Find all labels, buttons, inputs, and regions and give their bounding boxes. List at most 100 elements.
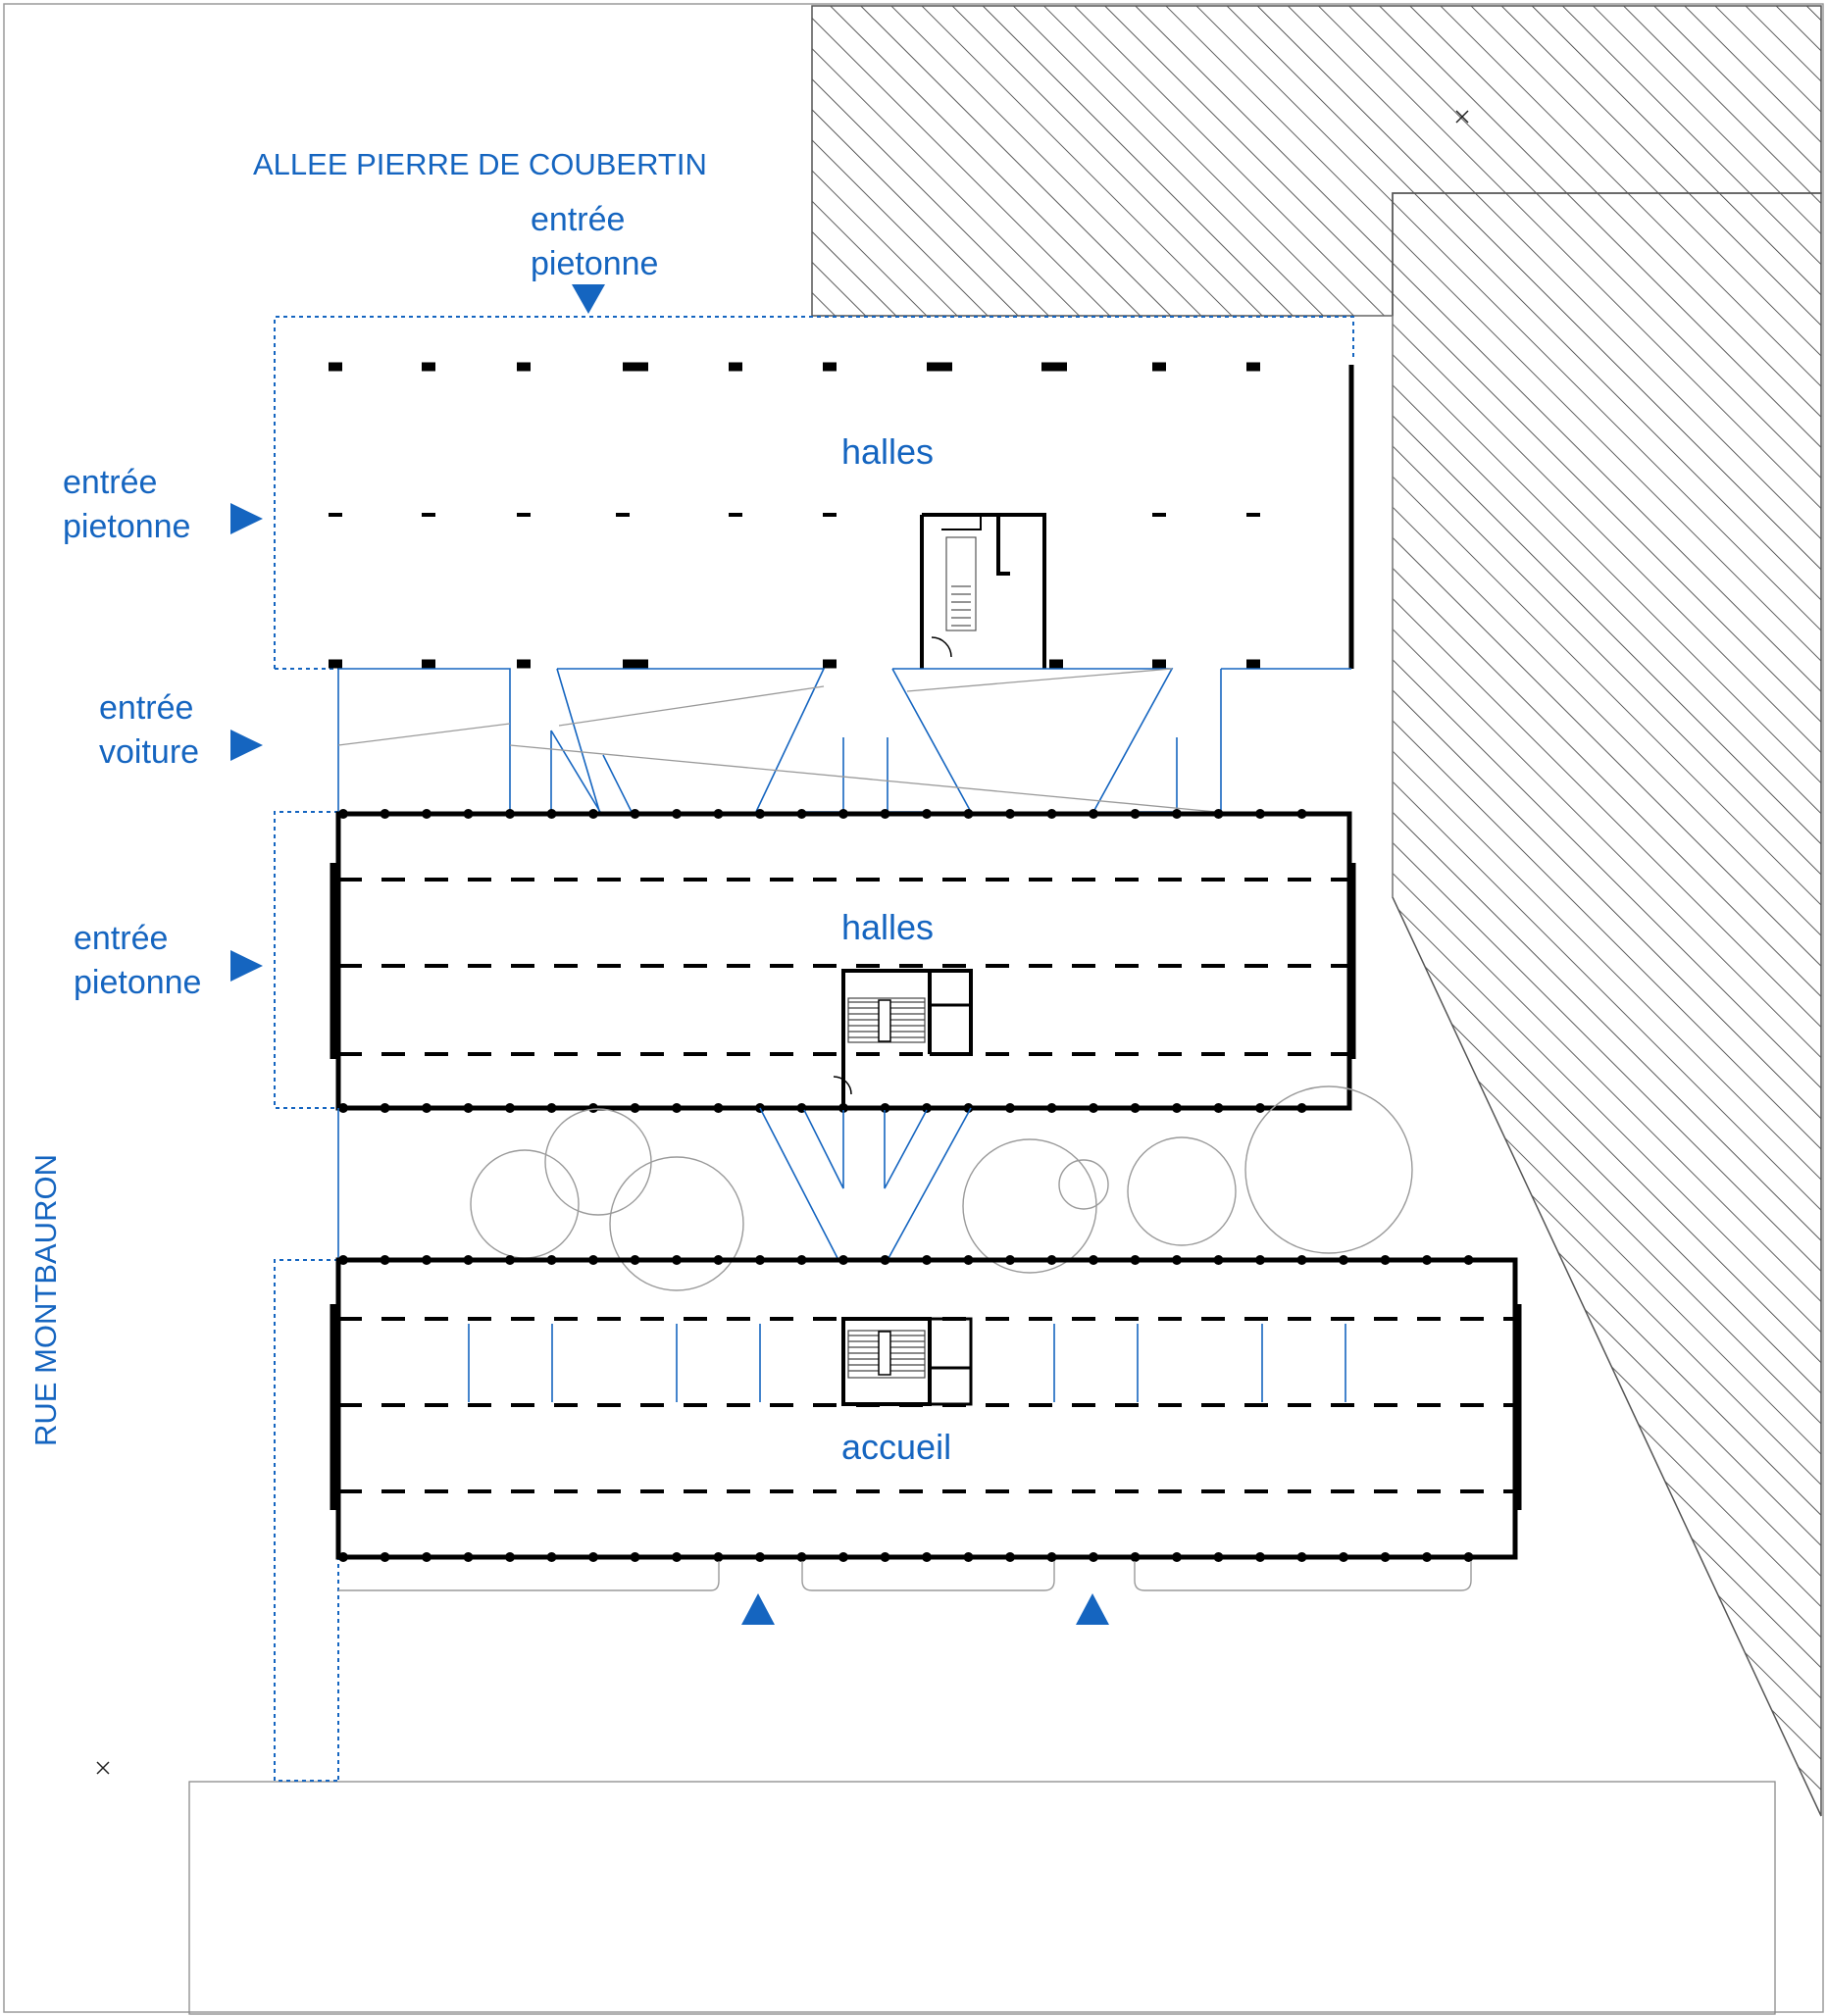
column-dot — [672, 809, 682, 819]
column-dot — [1089, 1552, 1098, 1562]
pier — [517, 659, 531, 669]
pier — [329, 659, 342, 669]
column-dot — [796, 809, 807, 819]
column-dot — [1172, 1103, 1182, 1113]
pier — [823, 513, 837, 517]
pier — [1246, 659, 1260, 669]
column-dot — [463, 1255, 474, 1265]
pier — [1152, 513, 1166, 517]
entrance-arrows — [230, 284, 1109, 1625]
column-dot — [1005, 1103, 1015, 1113]
column-dot — [546, 1255, 557, 1265]
column-dot — [1339, 1552, 1348, 1562]
top-hall-structure — [329, 362, 1354, 669]
column-dot — [1213, 1552, 1224, 1562]
column-dot — [963, 1255, 974, 1265]
column-dot — [1255, 1103, 1265, 1113]
column-dot — [1463, 1552, 1474, 1562]
pier — [1152, 362, 1166, 372]
column-dot — [922, 1255, 932, 1265]
column-dot — [963, 809, 974, 819]
column-dot — [963, 1103, 974, 1113]
column-dot — [1005, 1552, 1015, 1562]
column-dot — [1005, 809, 1015, 819]
column-dot — [796, 1552, 807, 1562]
pier — [616, 513, 630, 517]
column-dot — [880, 1552, 890, 1562]
pier — [939, 362, 952, 372]
column-dot — [1255, 1255, 1265, 1265]
column-dot — [1339, 1255, 1348, 1265]
pier — [422, 659, 435, 669]
column-dot — [588, 809, 598, 819]
street-label-west: RUE MONTBAURON — [28, 1154, 63, 1446]
column-dot — [1296, 809, 1307, 819]
pier — [634, 362, 648, 372]
column-dot — [963, 1552, 974, 1562]
pier — [1041, 362, 1055, 372]
junction-ramp-lines — [337, 668, 1217, 813]
pier — [927, 362, 940, 372]
plan-frame — [3, 3, 1824, 2013]
column-dot — [713, 1552, 724, 1562]
column-dot — [505, 1255, 515, 1265]
column-dot — [838, 1552, 848, 1562]
column-dot — [1380, 1552, 1391, 1562]
room-label-bottom-hall: accueil — [841, 1427, 951, 1467]
pier — [329, 513, 342, 517]
column-dot — [713, 809, 724, 819]
column-dot — [922, 809, 932, 819]
column-dot — [1172, 1552, 1182, 1562]
site-outlines — [188, 316, 1776, 2015]
column-dot — [1255, 1552, 1265, 1562]
column-dot — [338, 809, 348, 819]
column-dot — [922, 1552, 932, 1562]
column-dot — [1046, 1552, 1057, 1562]
column-dot — [505, 1552, 515, 1562]
column-dot — [755, 1255, 765, 1265]
bottom-hall-structure — [330, 1255, 1522, 1591]
column-dot — [1380, 1255, 1391, 1265]
column-dot — [546, 809, 557, 819]
arrow-up-icon — [741, 1593, 775, 1625]
pier — [623, 659, 636, 669]
pier — [1246, 513, 1260, 517]
column-dot — [422, 809, 431, 819]
column-dot — [1046, 1255, 1057, 1265]
column-dot — [588, 1255, 598, 1265]
column-dot — [672, 1255, 682, 1265]
pier — [1049, 659, 1063, 669]
north-marker-icon — [96, 110, 1469, 1775]
arrow-right-icon — [230, 950, 263, 982]
pier — [422, 362, 435, 372]
middle-hall-structure — [330, 809, 1356, 1113]
entrance-west2-line1: entrée — [74, 920, 168, 957]
column-dot — [380, 809, 390, 819]
pier — [823, 362, 837, 372]
column-dot — [463, 809, 474, 819]
column-dot — [1296, 1255, 1307, 1265]
entrance-car-line2: voiture — [99, 733, 199, 771]
column-dot — [1046, 1103, 1057, 1113]
column-dot — [922, 1103, 932, 1113]
pier — [517, 362, 531, 372]
room-label-middle-hall: halles — [841, 907, 934, 947]
pier — [517, 513, 531, 517]
pier — [729, 513, 742, 517]
courtyard-trees — [470, 1085, 1413, 1291]
column-dot — [713, 1255, 724, 1265]
column-dot — [1213, 1255, 1224, 1265]
pier — [1152, 659, 1166, 669]
column-dot — [380, 1552, 390, 1562]
column-dot — [546, 1552, 557, 1562]
arrow-down-icon — [572, 284, 605, 314]
street-label-north: ALLEE PIERRE DE COUBERTIN — [253, 147, 707, 181]
arrow-right-icon — [230, 730, 263, 761]
arrow-right-icon — [230, 503, 263, 534]
entrance-north-line2: pietonne — [531, 245, 658, 282]
column-dot — [1422, 1552, 1432, 1562]
column-dot — [1255, 809, 1265, 819]
column-dot — [880, 1255, 890, 1265]
column-dot — [1296, 1552, 1307, 1562]
